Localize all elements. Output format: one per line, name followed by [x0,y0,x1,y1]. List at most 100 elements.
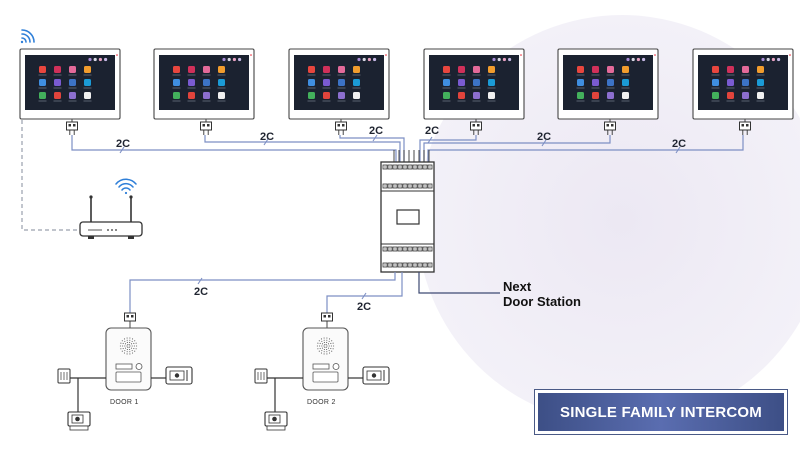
wifi-icon [20,29,35,44]
app-icon [218,79,225,86]
distributor [380,150,435,273]
app-icon [338,79,345,86]
app-icon [218,92,225,99]
cable-label: 2C [369,125,383,137]
wifi-dashed-link [21,120,80,231]
power-adapter-icon [254,368,268,384]
app-icon [353,79,360,86]
app-icon [727,66,734,73]
cable-ticks [119,134,681,300]
app-icon [203,66,210,73]
app-icon [473,66,480,73]
app-icon [39,92,46,99]
cable-label: 2C [425,125,439,137]
app-icon [742,66,749,73]
door-label: DOOR 1 [110,399,139,406]
door-label: DOOR 2 [307,399,336,406]
app-icon [712,79,719,86]
app-icon [353,66,360,73]
app-icon [188,79,195,86]
app-icon [173,92,180,99]
app-icon [84,66,91,73]
router-wifi-icon [115,178,137,195]
app-icon [458,66,465,73]
monitor-connector [470,121,482,131]
indoor-monitors [19,48,794,135]
app-icon [69,66,76,73]
app-icon [473,79,480,86]
app-icon [54,66,61,73]
exit-button-icon [264,411,288,431]
app-icon [203,79,210,86]
app-icon [69,92,76,99]
app-icon [173,79,180,86]
app-icon [757,79,764,86]
monitor-connector [604,121,616,131]
app-icon [607,79,614,86]
app-icon [757,92,764,99]
monitor-connector [66,121,78,131]
app-icon [84,79,91,86]
title-badge: SINGLE FAMILY INTERCOM [534,389,788,435]
app-icon [308,66,315,73]
app-icon [54,92,61,99]
app-icon [577,66,584,73]
app-icon [308,92,315,99]
app-icon [308,79,315,86]
app-icon [353,92,360,99]
app-icon [488,79,495,86]
app-icon [757,66,764,73]
app-icon [188,92,195,99]
indoor-monitor [153,48,255,135]
electric-lock-icon [165,366,193,385]
app-icon [488,66,495,73]
cable-label: 2C [357,301,371,313]
indoor-monitor [288,48,390,135]
app-icon [323,66,330,73]
app-icon [622,92,629,99]
app-icon [488,92,495,99]
cable-label: 2C [116,138,130,150]
router [79,195,143,239]
monitor-cables [71,135,744,162]
app-icon [607,92,614,99]
app-icon [592,92,599,99]
door-stations: DOOR 1 DOOR 2 [57,312,390,431]
cable-label: 2C [194,286,208,298]
indoor-monitor [423,48,525,135]
app-icon [39,66,46,73]
app-icon [577,92,584,99]
app-icon [458,79,465,86]
app-icon [727,92,734,99]
app-icon [173,66,180,73]
door-cables [129,272,403,313]
app-icon [712,92,719,99]
door-station: DOOR 1 [57,312,193,431]
next-door-station-label: Next Door Station [503,279,581,309]
app-icon [443,66,450,73]
app-icon [742,92,749,99]
badge-title: SINGLE FAMILY INTERCOM [538,393,784,431]
app-icon [458,92,465,99]
exit-button-icon [67,411,91,431]
app-icon [592,79,599,86]
app-icon [338,92,345,99]
app-icon [69,79,76,86]
app-icon [188,66,195,73]
app-icon [712,66,719,73]
app-icon [622,79,629,86]
monitor-connector [200,121,212,131]
electric-lock-icon [362,366,390,385]
app-icon [607,66,614,73]
app-icon [323,92,330,99]
monitor-connector [335,121,347,131]
indoor-monitor [19,48,121,135]
app-icon [727,79,734,86]
app-icon [742,79,749,86]
app-icon [473,92,480,99]
app-icon [39,79,46,86]
app-icon [338,66,345,73]
app-icon [203,92,210,99]
app-icon [443,92,450,99]
